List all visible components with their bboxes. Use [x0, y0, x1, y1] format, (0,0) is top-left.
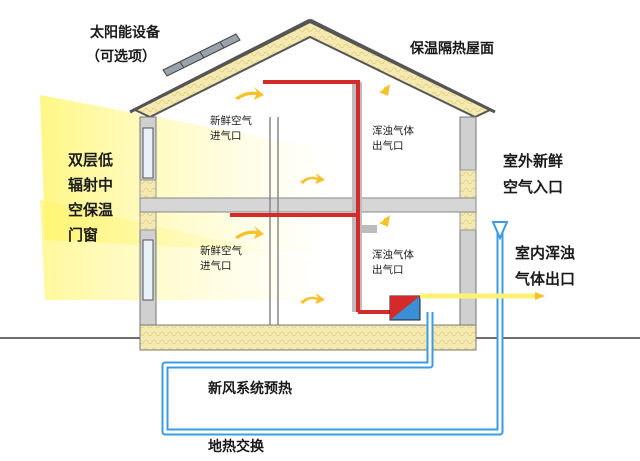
floor-slab [139, 197, 477, 213]
roof-insulation [132, 20, 493, 119]
label-geothermal: 地热交换 [208, 439, 264, 455]
label-fresh-inlet-lower: 新鲜空气 进气口 [200, 245, 242, 272]
sunlight-beam-lower [40, 200, 330, 300]
label-solar-optional: （可选项） [86, 49, 156, 65]
label-exhaust-outlet-upper: 浑浊气体 出气口 [372, 125, 414, 152]
label-solar: 太阳能设备 [90, 25, 160, 41]
label-exhaust-outlet-lower: 浑浊气体 出气口 [372, 249, 414, 276]
foundation-insulation [139, 324, 477, 351]
outdoor-air-inlet-icon [491, 221, 509, 241]
label-outdoor-fresh-air: 室外新鲜 空气入口 [503, 152, 564, 196]
solar-panel-icon [162, 33, 241, 77]
heat-exchanger-icon [389, 295, 421, 321]
supply-duct [230, 80, 390, 314]
label-preheat: 新风系统预热 [208, 381, 292, 397]
label-fresh-inlet-upper: 新鲜空气 进气口 [210, 115, 252, 142]
label-indoor-exhaust: 室内浑浊 气体出口 [515, 244, 576, 288]
flow-arrow-icon [235, 84, 545, 304]
label-window: 双层低 辐射中 空保温 门窗 [68, 151, 114, 244]
window [142, 127, 154, 301]
label-roof: 保温隔热屋面 [410, 41, 494, 57]
